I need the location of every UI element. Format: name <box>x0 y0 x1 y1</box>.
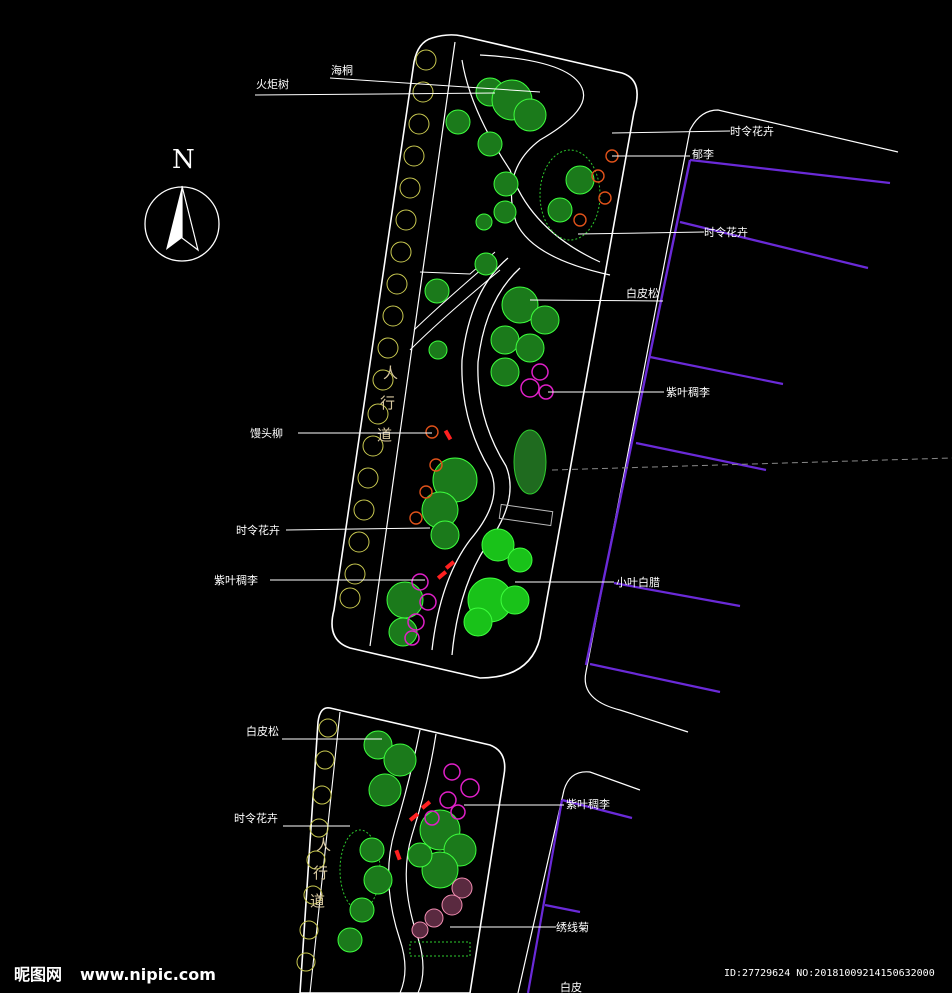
label-bottom-cut: 白皮 <box>560 980 582 993</box>
label-ziyelili-1: 紫叶稠李 <box>666 385 710 399</box>
street-tree-row-lower <box>296 718 338 972</box>
label-ziyelili-3: 紫叶稠李 <box>566 797 610 811</box>
upper-tree-groups <box>386 77 595 647</box>
svg-text:人: 人 <box>383 364 398 382</box>
walkway-text-lower: 人 行 道 <box>310 836 331 910</box>
paving-hatch <box>498 503 554 527</box>
flower-bed <box>539 149 601 241</box>
walkway-line <box>369 41 456 647</box>
upper-plot-boundary <box>331 34 638 679</box>
svg-text:道: 道 <box>310 892 325 910</box>
label-baipisong-2: 白皮松 <box>246 724 279 738</box>
street-tree-row <box>339 49 437 609</box>
label-shiling-3: 时令花卉 <box>236 523 280 537</box>
bright-tree-groups <box>463 528 533 637</box>
watermark-site: www.nipic.com <box>80 965 216 984</box>
lower-red-markers <box>394 800 432 861</box>
label-yuli: 郁李 <box>692 147 714 161</box>
hedge <box>513 429 547 495</box>
label-haitong: 海桐 <box>331 63 353 77</box>
lower-tree-groups <box>337 730 477 953</box>
watermark-id: ID:27729624 NO:20181009214150632000 <box>724 968 935 979</box>
plant-labels: 火炬树 海桐 时令花卉 郁李 时令花卉 白皮松 紫叶稠李 馒头柳 时令花卉 紫叶… <box>214 63 774 993</box>
watermark-logo: 昵图网 <box>14 965 62 984</box>
lower-plot <box>296 706 506 993</box>
red-markers <box>436 429 456 580</box>
svg-text:人: 人 <box>316 836 331 854</box>
label-shiling-1: 时令花卉 <box>730 124 774 138</box>
label-baipisong-1: 白皮松 <box>626 286 659 300</box>
upper-plot <box>331 34 638 679</box>
road-and-building-lines <box>517 109 952 993</box>
watermark: 昵图网 www.nipic.com ID:27729624 NO:2018100… <box>14 965 935 984</box>
lower-purple-plums <box>424 763 480 826</box>
svg-text:道: 道 <box>377 426 392 444</box>
walkway-text-upper: 人 行 道 <box>377 364 398 444</box>
label-xiuxianju: 绣线菊 <box>556 920 589 934</box>
svg-text:行: 行 <box>380 394 395 412</box>
purple-plums <box>404 363 554 646</box>
label-huojushu: 火炬树 <box>256 77 289 91</box>
label-mantouliu: 馒头柳 <box>250 426 283 440</box>
leader-lines <box>254 77 731 928</box>
north-letter: N <box>172 145 195 175</box>
label-ziyelili-2: 紫叶稠李 <box>214 573 258 587</box>
svg-text:行: 行 <box>313 864 328 882</box>
north-arrow-icon: N <box>144 145 220 262</box>
label-shiling-2: 时令花卉 <box>704 225 748 239</box>
path-curve-top <box>461 59 601 263</box>
label-shiling-4: 时令花卉 <box>234 811 278 825</box>
pink-shrubs <box>411 877 473 939</box>
label-xiaoyebaila: 小叶白腊 <box>616 575 660 589</box>
